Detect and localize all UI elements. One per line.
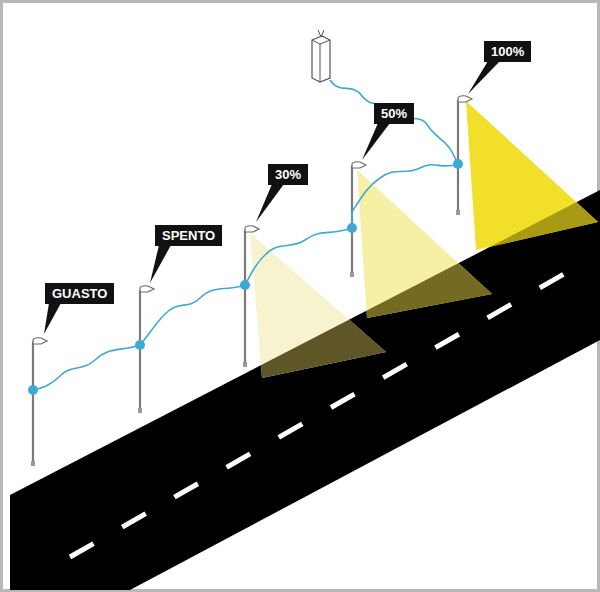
pole <box>32 342 34 465</box>
pole <box>139 290 141 412</box>
callout-tail <box>468 61 500 94</box>
callout-tail <box>44 303 61 334</box>
status-label: 30% <box>275 167 301 182</box>
lit-road <box>466 101 598 250</box>
status-label: SPENTO <box>162 228 215 243</box>
wire-nodes <box>28 159 463 395</box>
light-cone <box>466 101 598 250</box>
control-wire <box>33 80 458 390</box>
lamp-head <box>245 226 259 232</box>
lane-dash <box>122 514 145 527</box>
pole-base <box>31 461 35 466</box>
lamp-poles <box>31 96 472 466</box>
status-callout: SPENTO <box>155 225 222 246</box>
lane-dash <box>383 364 406 377</box>
status-callout: GUASTO <box>45 283 114 304</box>
pole-base <box>138 408 142 413</box>
callout-tail <box>150 245 171 283</box>
pole-base <box>243 362 247 367</box>
light-cones <box>250 101 598 378</box>
status-callout: 30% <box>268 164 308 185</box>
lamp-head <box>140 286 154 292</box>
lit-road <box>357 170 492 318</box>
road <box>10 190 600 590</box>
lane-dash <box>540 274 563 287</box>
wire-node <box>347 223 357 233</box>
lane-dash <box>488 304 511 317</box>
lamp-head <box>352 162 366 168</box>
callout-tail <box>362 123 390 160</box>
lane-dash <box>174 484 197 497</box>
lane-dash <box>435 334 458 347</box>
lamp-head <box>458 96 472 102</box>
callout-tails <box>44 61 500 334</box>
lane-dash <box>279 424 302 437</box>
status-callout: 100% <box>484 41 531 62</box>
lane-dash <box>70 544 93 557</box>
wire-node <box>240 280 250 290</box>
status-callout: 50% <box>374 103 414 124</box>
status-label: 50% <box>381 106 407 121</box>
pole <box>244 230 246 366</box>
status-label: GUASTO <box>52 286 107 301</box>
wire-node <box>453 159 463 169</box>
status-label: 100% <box>491 44 524 59</box>
callout-tail <box>256 184 284 222</box>
light-cone <box>357 170 492 318</box>
lamp-head <box>33 338 47 344</box>
wire-node <box>28 385 38 395</box>
lane-dash <box>331 394 354 407</box>
wire-node <box>135 340 145 350</box>
pole-base <box>456 210 460 215</box>
pole <box>457 100 459 214</box>
control-cabinet <box>312 30 330 82</box>
pole-base <box>350 272 354 277</box>
lane-dash <box>227 454 250 467</box>
